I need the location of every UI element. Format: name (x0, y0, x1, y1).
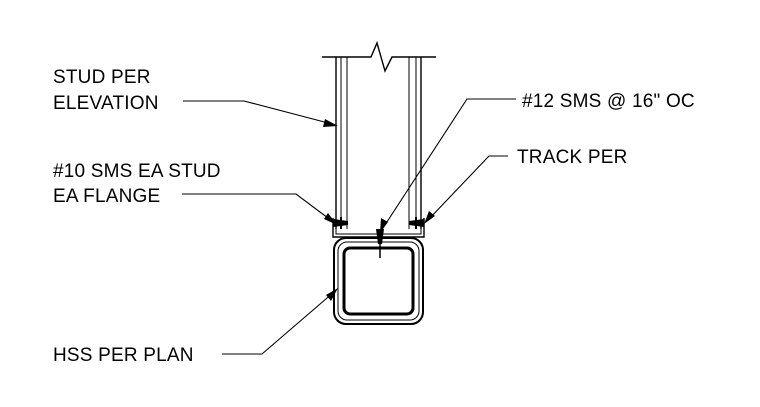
screw-left-icon (333, 217, 348, 229)
leader-stud (183, 100, 338, 127)
leader-sms10 (182, 193, 337, 225)
label-stud-line2: ELEVATION (53, 93, 159, 114)
leader-hss (222, 288, 338, 355)
leader-sms12 (380, 98, 516, 233)
label-stud-line1: STUD PER (53, 67, 151, 88)
hss-tube (333, 237, 424, 325)
stud (335, 57, 422, 229)
label-hss: HSS PER PLAN (53, 345, 194, 366)
leader-track (424, 155, 508, 224)
screw-right-icon (409, 217, 424, 229)
screw-center-icon (376, 229, 384, 258)
label-track: TRACK PER (517, 147, 628, 168)
label-sms10-line2: EA FLANGE (53, 186, 160, 207)
label-sms12: #12 SMS @ 16" OC (522, 91, 695, 112)
break-line (322, 40, 436, 73)
label-sms10-line1: #10 SMS EA STUD (53, 161, 221, 182)
